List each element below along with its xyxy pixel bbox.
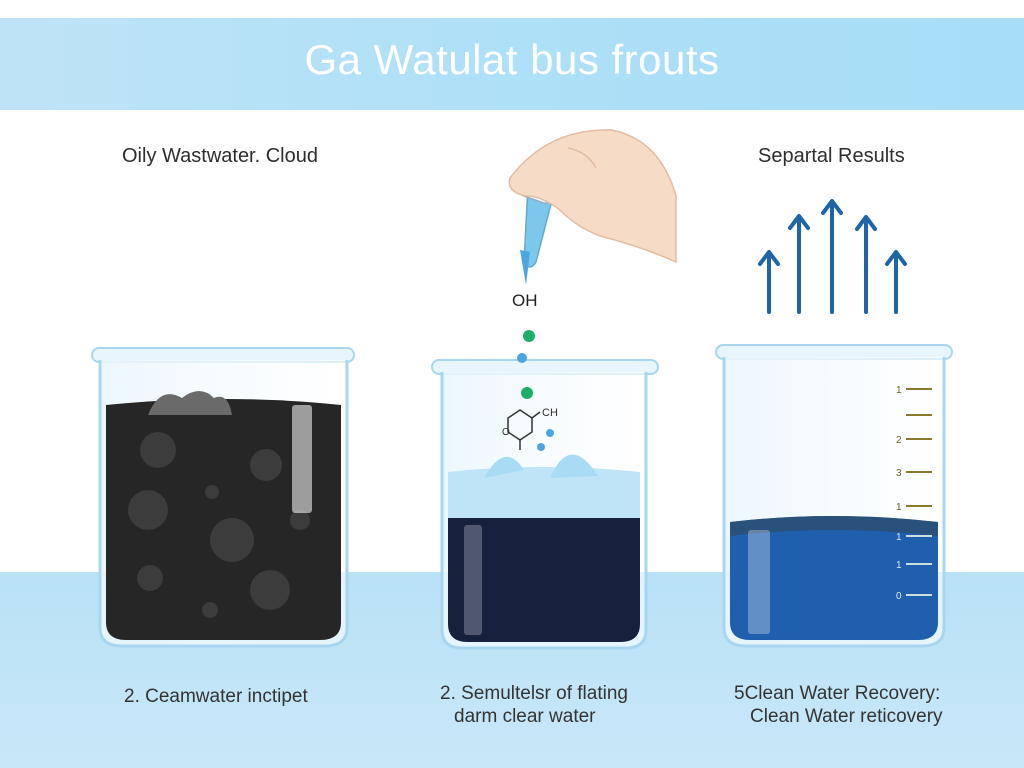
middle-caption-line2: darm clear water [454,706,596,727]
right-beaker [715,344,953,648]
clear-water-layer [448,467,640,520]
glass-glare [292,405,312,513]
molecule-label-ch: CH [542,407,558,419]
oil-foam [148,391,232,415]
left-beaker [91,347,355,648]
scale-labels: 1 2 3 1 1 1 0 [896,385,902,602]
scale-tick-4: 1 [896,502,902,513]
middle-caption-line1: 2. Semultelsr of flating [440,683,628,704]
splash-left [484,456,524,478]
blue-droplet-1 [517,353,527,363]
scale-tick-2: 2 [896,435,902,446]
arrow-up-icon [758,199,907,314]
right-caption-line1: 5Clean Water Recovery: [734,683,941,704]
scale-tick-3: 3 [896,468,902,479]
scale-tick-6: 1 [896,560,902,571]
dropper-hand-icon [508,129,677,285]
dark-layer [448,518,640,642]
molecule-icon [507,409,541,450]
oil-blobs [128,432,310,618]
splash-right [550,454,598,478]
scale-tick-7: 0 [896,591,902,602]
middle-beaker [431,359,659,650]
green-droplet-1 [523,330,535,342]
green-droplet-2 [521,387,533,399]
chem-label: OH [512,291,538,310]
header-banner [0,18,1024,110]
right-panel-label: Separtal Results [758,145,905,167]
right-caption-line2: Clean Water reticovery [750,706,943,727]
clean-water [730,516,938,640]
left-caption: 2. Ceamwater inctipet [124,686,308,707]
molecule-label-o: O [502,427,510,438]
measurement-scale [906,388,932,596]
scale-tick-0: 1 [896,385,902,396]
page-title: Ga Watulat bus frouts [304,36,720,83]
left-panel-label: Oily Wastwater. Cloud [122,145,318,167]
blue-droplet-2 [546,429,554,437]
blue-droplet-3 [537,443,545,451]
scale-tick-5: 1 [896,532,902,543]
